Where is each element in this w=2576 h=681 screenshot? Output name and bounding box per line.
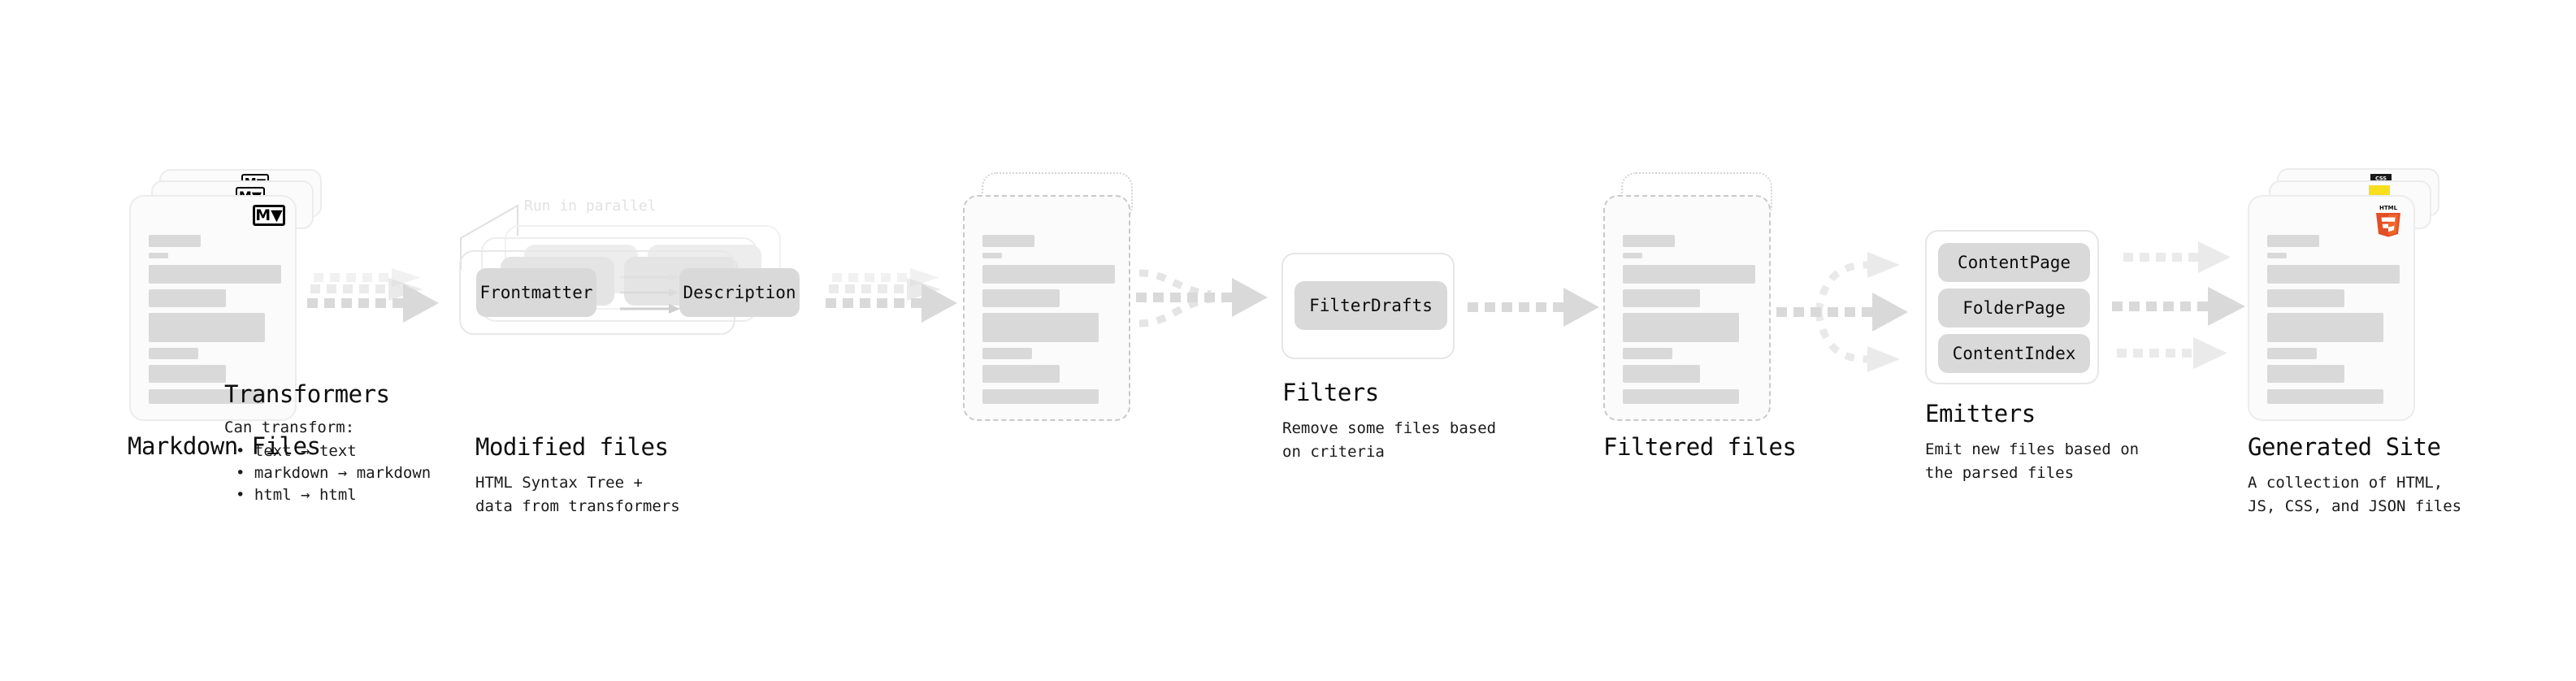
doc-bar — [2267, 365, 2344, 383]
doc-bar — [1623, 289, 1700, 307]
doc-bar — [982, 348, 1032, 359]
doc-bar — [149, 348, 198, 359]
modified-files-label: Modified files — [475, 433, 669, 461]
emitters-label: Emitters — [1925, 400, 2036, 427]
transformers-sub-2: • markdown → markdown — [236, 464, 432, 482]
doc-bar — [2267, 289, 2344, 307]
transformer-pill-frontmatter[interactable]: Frontmatter — [476, 268, 596, 317]
arrow-modified-to-filters — [1136, 258, 1274, 348]
generated-site-label: Generated Site — [2248, 433, 2441, 461]
filters-panel: FilterDrafts — [1281, 253, 1455, 359]
transformers-sub-head: Can transform: — [224, 419, 355, 436]
doc-bar — [149, 289, 226, 307]
arrow-filters-to-filtered — [1468, 288, 1606, 340]
transformer-inner-arrows — [620, 273, 718, 338]
generated-site-sub: A collection of HTML, JS, CSS, and JSON … — [2248, 474, 2462, 515]
doc-bar — [2267, 235, 2319, 247]
doc-bar — [1623, 365, 1700, 383]
transformers-label: Transformers — [224, 380, 390, 408]
doc-bar — [1623, 265, 1755, 284]
run-in-parallel-bracket — [459, 195, 573, 272]
doc-bar — [982, 265, 1115, 284]
arrow-emitters-to-site — [2112, 232, 2262, 382]
emitters-panel: ContentPage FolderPage ContentIndex — [1925, 230, 2099, 384]
transformers-sub-1: • text → text — [236, 442, 357, 460]
filtered-files-label: Filtered files — [1603, 433, 1797, 461]
markdown-icon: M▼ — [253, 205, 285, 226]
modified-file-card-front — [963, 195, 1130, 421]
emitter-pill-folderpage[interactable]: FolderPage — [1938, 288, 2090, 327]
doc-bar — [149, 313, 265, 342]
doc-bar — [149, 389, 265, 404]
doc-bar — [1623, 253, 1642, 258]
filtered-file-card-front — [1603, 195, 1771, 421]
doc-bar — [982, 389, 1099, 404]
html5-icon: HTML — [2373, 203, 2404, 237]
markdown-files-label: Markdown Files — [128, 432, 321, 460]
arrow-markdown-to-transformers — [307, 268, 453, 354]
transformers-sub-3: • html → html — [236, 486, 357, 504]
doc-bar — [149, 253, 168, 258]
filters-label: Filters — [1282, 379, 1379, 406]
modified-files-sub: HTML Syntax Tree + data from transformer… — [475, 474, 680, 515]
generated-site-card-front: HTML — [2248, 195, 2415, 421]
doc-bar — [1623, 348, 1672, 359]
transformer-pill-description[interactable]: Description — [679, 268, 800, 317]
doc-bar — [1623, 389, 1739, 404]
filters-sub: Remove some files based on criteria — [1282, 419, 1497, 461]
doc-bar — [1623, 235, 1675, 247]
emitters-sub: Emit new files based on the parsed files — [1925, 440, 2140, 482]
run-in-parallel-label: Run in parallel — [524, 197, 657, 215]
doc-bar — [149, 365, 226, 383]
filter-pill-filterdrafts[interactable]: FilterDrafts — [1295, 281, 1447, 330]
doc-bar — [2267, 389, 2383, 404]
doc-bar — [2267, 313, 2383, 342]
doc-bar — [982, 313, 1099, 342]
emitter-pill-contentindex[interactable]: ContentIndex — [1938, 334, 2090, 373]
svg-text:CSS: CSS — [2375, 175, 2387, 181]
doc-bar — [1623, 313, 1739, 342]
emitter-pill-contentpage[interactable]: ContentPage — [1938, 243, 2090, 282]
doc-bar — [982, 365, 1060, 383]
doc-bar — [982, 253, 1002, 258]
doc-bar — [982, 289, 1060, 307]
svg-text:HTML: HTML — [2379, 205, 2398, 211]
doc-bar — [2267, 253, 2287, 258]
doc-bar — [2267, 348, 2317, 359]
doc-bar — [149, 235, 201, 247]
arrow-transformers-to-modified — [826, 268, 972, 354]
doc-bar — [2267, 265, 2400, 284]
arrow-filtered-to-emitters-fanout — [1776, 237, 1923, 388]
doc-bar — [149, 265, 281, 284]
doc-bar — [982, 235, 1034, 247]
markdown-file-card-front: M▼ — [129, 195, 297, 421]
